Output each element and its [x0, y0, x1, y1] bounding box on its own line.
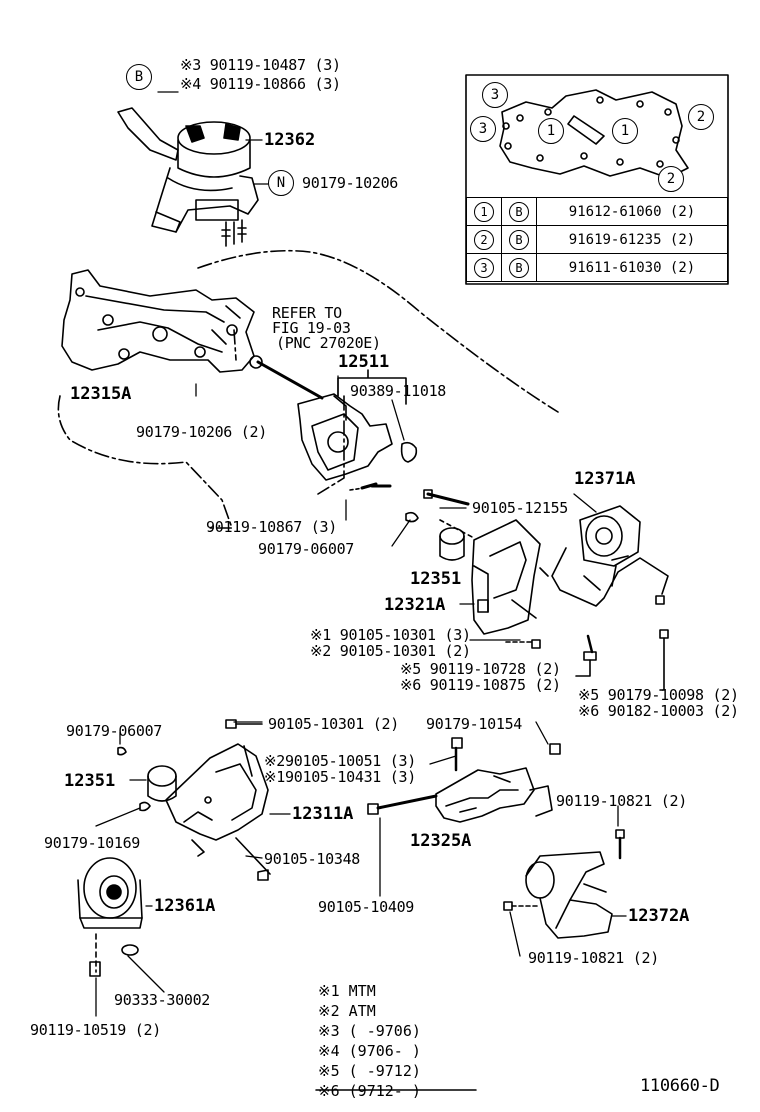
engine-mount-12362	[117, 107, 259, 247]
part-90119-10821-a: 90119-10821 (2)	[556, 792, 687, 810]
part-90119-10519-2: 90119-10519 (2)	[30, 1021, 161, 1039]
part-12325A: 12325A	[410, 831, 472, 851]
part-90179-10206-2: 90179-10206 (2)	[136, 423, 267, 441]
key-row-part: 91619-61235 (2)	[536, 225, 728, 254]
circle-marker-n: N	[268, 170, 294, 196]
key-row-ref: B	[509, 257, 529, 278]
part-12311A: 12311A	[292, 804, 354, 824]
refer-line-2: FIG 19-03	[272, 319, 351, 337]
bracket-12321A	[405, 489, 541, 635]
circle-marker-b: B	[126, 64, 152, 90]
part-90179-10154: 90179-10154	[426, 715, 523, 733]
note-2-90105-10301: ※2 90105-10301 (2)	[310, 642, 471, 660]
key-pattern-marker-3a: 3	[482, 82, 508, 108]
part-12361A: 12361A	[154, 896, 216, 916]
bracket-12511	[249, 355, 418, 491]
key-box-frame	[465, 74, 729, 285]
key-row-num: 1	[474, 201, 494, 222]
note-3-bolt: ※3 90119-10487 (3)	[180, 56, 341, 74]
key-row-num: 2	[474, 229, 494, 250]
part-90179-06007-b: 90179-06007	[66, 722, 163, 740]
part-12315A: 12315A	[70, 384, 132, 404]
mount-12372A	[503, 829, 625, 939]
figure-id: 110660-D	[640, 1076, 720, 1096]
part-90179-06007-a: 90179-06007	[258, 540, 355, 558]
note-6-90182-10003: ※6 90182-10003 (2)	[578, 702, 739, 720]
part-12372A: 12372A	[628, 906, 690, 926]
note-1-90105-10431: ※190105-10431 (3)	[264, 768, 416, 786]
key-row: 1 B 91612-61060 (2)	[466, 197, 728, 226]
note-5-90179-10098: ※5 90179-10098 (2)	[578, 686, 739, 704]
fasteners-right	[505, 629, 669, 691]
part-12362: 12362	[264, 130, 316, 150]
bracket-12311A	[117, 719, 271, 881]
note-2-90105-10051: ※290105-10051 (3)	[264, 752, 416, 770]
key-pattern-marker-1b: 1	[612, 118, 638, 144]
leader-lines	[95, 91, 627, 1017]
legend-item: ※2 ATM	[318, 1002, 376, 1020]
legend-item: ※6 (9712- )	[318, 1082, 421, 1100]
legend-item: ※5 ( -9712)	[318, 1062, 421, 1080]
part-12321A: 12321A	[384, 595, 446, 615]
note-4-bolt: ※4 90119-10866 (3)	[180, 75, 341, 93]
part-90105-10301-2: 90105-10301 (2)	[268, 715, 399, 733]
applicability-legend: ※1 MTM ※2 ATM ※3 ( -9706) ※4 (9706- ) ※5…	[318, 981, 474, 1101]
key-row-num: 3	[474, 257, 494, 278]
key-row-ref: B	[509, 229, 529, 250]
part-12351-a: 12351	[410, 569, 462, 589]
refer-line-1: REFER TO	[272, 304, 342, 322]
part-12511: 12511	[338, 352, 390, 372]
key-pattern-marker-2a: 2	[688, 104, 714, 130]
legend-item: ※4 (9706- )	[318, 1042, 421, 1060]
key-pattern-marker-1a: 1	[538, 118, 564, 144]
part-12371A: 12371A	[574, 469, 636, 489]
key-row-part: 91612-61060 (2)	[536, 197, 728, 226]
note-1-90105-10301: ※1 90105-10301 (3)	[310, 626, 471, 644]
part-90389-11018: 90389-11018	[350, 382, 447, 400]
note-6-90119-10875: ※6 90119-10875 (2)	[400, 676, 561, 694]
key-row-part: 91611-61030 (2)	[536, 253, 728, 282]
part-90105-10409: 90105-10409	[318, 898, 415, 916]
key-row-ref: B	[509, 201, 529, 222]
key-table: 1 B 91612-61060 (2) 2 B 91619-61235 (2) …	[466, 197, 728, 282]
refer-line-3: (PNC 27020E)	[276, 334, 381, 352]
part-90179-10169: 90179-10169	[44, 834, 141, 852]
part-90119-10821-b: 90119-10821 (2)	[528, 949, 659, 967]
part-90119-10867-3: 90119-10867 (3)	[206, 518, 337, 536]
part-90105-10348: 90105-10348	[264, 850, 361, 868]
part-90105-12155: 90105-12155	[472, 499, 569, 517]
engine-bracket-12315A	[61, 269, 255, 373]
bracket-12325A	[367, 737, 561, 823]
part-12351-b: 12351	[64, 771, 116, 791]
mount-12361A	[77, 857, 143, 977]
note-5-90119-10728: ※5 90119-10728 (2)	[400, 660, 561, 678]
legend-item: ※3 ( -9706)	[318, 1022, 421, 1040]
legend-item: ※1 MTM	[318, 982, 376, 1000]
key-pattern-marker-2b: 2	[658, 166, 684, 192]
mount-12371A	[539, 505, 669, 607]
key-row: 2 B 91619-61235 (2)	[466, 225, 728, 254]
key-row: 3 B 91611-61030 (2)	[466, 253, 728, 282]
part-90333-30002: 90333-30002	[114, 991, 211, 1009]
key-pattern-marker-3b: 3	[470, 116, 496, 142]
part-90179-10206: 90179-10206	[302, 174, 399, 192]
